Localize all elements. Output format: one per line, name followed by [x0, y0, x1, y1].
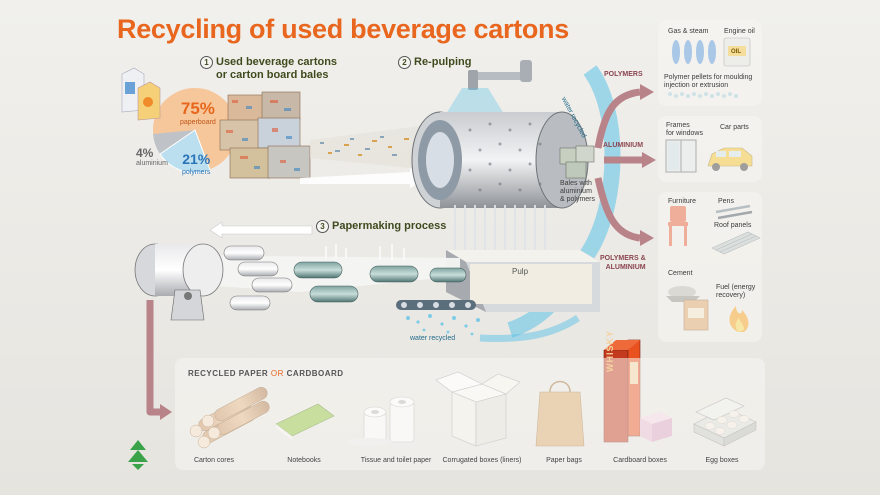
whisky-label: WHISKY [605, 330, 615, 372]
step-1-number: 1 [200, 56, 213, 69]
aluminium-share: 4% aluminium [136, 144, 168, 168]
frames-label: Frames for windows [666, 122, 703, 138]
bales-label: Bales with aluminium & polymers [560, 180, 595, 204]
water-splash [406, 314, 480, 336]
polymers-label: polymers [182, 169, 211, 176]
carton-bales [219, 91, 311, 179]
step-1-line2: or carton board bales [216, 69, 329, 81]
papermaking-machine [134, 243, 476, 321]
recycled-paper-panel [175, 358, 765, 470]
caption-cardboard-boxes: Cardboard boxes [613, 457, 667, 464]
pulp-tank [446, 250, 600, 312]
polymers-aluminium-line1: POLYMERS & [600, 255, 646, 262]
bales-line2: aluminium [560, 188, 592, 195]
polymers-aluminium-line2: ALUMINIUM [605, 264, 646, 271]
gas-steam-label: Gas & steam [668, 28, 709, 35]
pulp-streams [454, 205, 546, 255]
polymers-share: 21% polymers [182, 150, 210, 177]
polymers-category: POLYMERS [604, 71, 643, 78]
roof-panels-label: Roof panels [714, 222, 752, 229]
aluminium-value: 4% [136, 146, 154, 160]
furniture-label: Furniture [668, 198, 697, 205]
car-parts-label: Car parts [720, 124, 749, 131]
cement-label: Cement [668, 270, 693, 277]
output-arrows [146, 88, 642, 416]
output-arrowheads [160, 84, 656, 420]
step-2-text: Re-pulping [414, 56, 472, 68]
caption-notebooks: Notebooks [287, 457, 321, 464]
step-3-number: 3 [316, 220, 329, 233]
caption-corrugated: Corrugated boxes (liners) [442, 457, 522, 464]
aluminium-label: aluminium [136, 160, 168, 167]
pulp-label: Pulp [512, 267, 529, 276]
aluminium-category: ALUMINIUM [603, 142, 644, 149]
papermaking-direction-arrow [209, 221, 313, 239]
logo-icon [128, 440, 148, 470]
paperboard-label: paperboard [180, 119, 216, 126]
aluminium-output-panel [658, 116, 762, 182]
polymers-aluminium-category: POLYMERS & ALUMINIUM [600, 254, 646, 272]
paperboard-share: 75% paperboard [180, 100, 216, 127]
water-flow-bottom [479, 315, 580, 342]
engine-oil-label: Engine oil [724, 28, 755, 35]
pens-label: Pens [718, 198, 734, 205]
recycled-paper-title-a: RECYCLED PAPER [188, 369, 271, 378]
composition-pie [153, 88, 237, 174]
water-recycled-bottom-label: water recycled [410, 335, 456, 342]
recycled-paper-title-b: CARDBOARD [283, 369, 344, 378]
bales-line1: Bales with [560, 180, 592, 187]
page-title: Recycling of used beverage cartons [117, 14, 569, 44]
shredded-cartons-stream [300, 126, 430, 188]
oil-can-text: OIL [731, 49, 741, 55]
caption-egg-boxes: Egg boxes [705, 457, 739, 464]
aluminium-polymer-bales [559, 145, 595, 179]
pellets-line2: injection or extrusion [664, 82, 729, 89]
polymers-aluminium-output-panel [658, 192, 762, 342]
paperboard-value: 75% [180, 99, 215, 118]
caption-tissue: Tissue and toilet paper [360, 457, 432, 464]
fuel-line2: recovery) [716, 292, 746, 299]
step-3-text: Papermaking process [332, 220, 447, 232]
recycled-paper-title-or: OR [270, 369, 284, 378]
fuel-label: Fuel (energy recovery) [716, 284, 755, 300]
bales-line3: & polymers [560, 196, 596, 203]
polymers-output-panel [658, 20, 762, 106]
polymers-value: 21% [182, 151, 211, 167]
frames-line2: for windows [666, 130, 703, 137]
step-2-number: 2 [398, 56, 411, 69]
pellets-line1: Polymer pellets for moulding [664, 74, 753, 81]
caption-paper-bags: Paper bags [546, 457, 582, 464]
step-1-line1: Used beverage cartons [216, 56, 338, 68]
fuel-line1: Fuel (energy [716, 284, 756, 291]
pellets-label: Polymer pellets for moulding injection o… [664, 74, 752, 90]
beverage-cartons-icon [121, 67, 161, 121]
frames-line1: Frames [666, 122, 690, 129]
caption-carton-cores: Carton cores [193, 457, 235, 464]
recycled-paper-title: RECYCLED PAPER OR CARDBOARD [188, 369, 344, 378]
